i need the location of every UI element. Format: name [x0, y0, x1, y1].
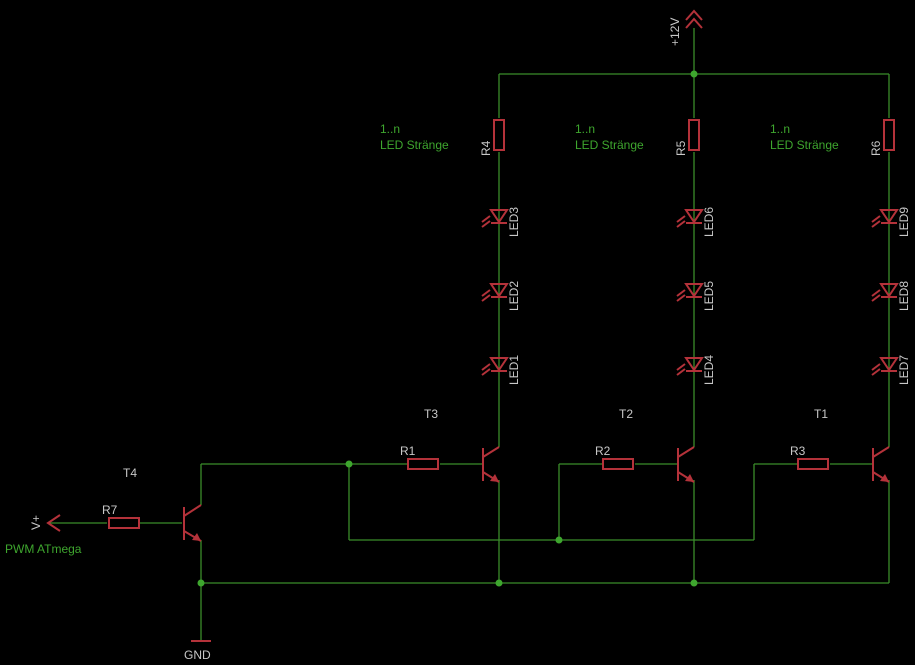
junction-dot [197, 579, 205, 587]
led-icon [676, 283, 704, 302]
led-label: LED7 [897, 355, 911, 385]
supply-label: +12V [668, 18, 682, 46]
led-icon [481, 357, 509, 376]
input-arrow-icon [46, 514, 61, 532]
base-resistor-label: R2 [595, 444, 611, 458]
led-label: LED2 [507, 281, 521, 311]
transistor-label: T3 [424, 407, 438, 421]
led-icon [676, 357, 704, 376]
junction-dot [345, 460, 353, 468]
transistor-label: T2 [619, 407, 633, 421]
junction-dot [690, 579, 698, 587]
string-note-label: LED Stränge [770, 138, 839, 152]
npn-transistor [677, 446, 695, 483]
series-resistor [493, 119, 505, 151]
led-icon [871, 357, 899, 376]
base-resistor [602, 458, 634, 470]
npn-transistor [872, 446, 890, 483]
led-label: LED5 [702, 281, 716, 311]
junction-dot [555, 536, 563, 544]
junctions [197, 70, 698, 587]
led-label: LED4 [702, 355, 716, 385]
junction-dot [495, 579, 503, 587]
t4-label: T4 [123, 466, 137, 480]
led-icon [871, 283, 899, 302]
string-note-count: 1..n [575, 122, 595, 136]
string-note-label: LED Stränge [575, 138, 644, 152]
string-note-count: 1..n [770, 122, 790, 136]
led-label: LED8 [897, 281, 911, 311]
npn-transistor [482, 446, 500, 483]
led-icon [676, 209, 704, 228]
r7-label: R7 [102, 503, 118, 517]
led-string: 1..n LED Stränge R4 LED3 LED2 LED1 T3 [380, 119, 521, 483]
junction-dot [690, 70, 698, 78]
base-resistor-label: R3 [790, 444, 806, 458]
led-string: 1..n LED Stränge R6 LED9 LED8 LED7 T1 [770, 119, 911, 483]
led-label: LED9 [897, 207, 911, 237]
pwm-symbol-label: V+ [29, 515, 43, 530]
supply-symbol-icon [685, 9, 703, 29]
led-icon [481, 283, 509, 302]
base-resistor-label: R1 [400, 444, 416, 458]
series-resistor [883, 119, 895, 151]
series-resistor-label: R4 [479, 140, 493, 156]
pwm-net-label: PWM ATmega [5, 542, 82, 556]
led-label: LED3 [507, 207, 521, 237]
series-resistor-label: R6 [869, 140, 883, 156]
string-note-count: 1..n [380, 122, 400, 136]
led-string: 1..n LED Stränge R5 LED6 LED5 LED4 T2 [575, 119, 716, 483]
base-resistor [797, 458, 829, 470]
transistor-label: T1 [814, 407, 828, 421]
ground-label: GND [184, 648, 211, 662]
led-label: LED1 [507, 355, 521, 385]
led-icon [481, 209, 509, 228]
t4-transistor [183, 504, 202, 542]
series-resistor [688, 119, 700, 151]
r7-resistor [108, 517, 140, 529]
string-note-label: LED Stränge [380, 138, 449, 152]
led-icon [871, 209, 899, 228]
base-resistor [407, 458, 439, 470]
wires [48, 28, 890, 640]
series-resistor-label: R5 [674, 140, 688, 156]
led-label: LED6 [702, 207, 716, 237]
